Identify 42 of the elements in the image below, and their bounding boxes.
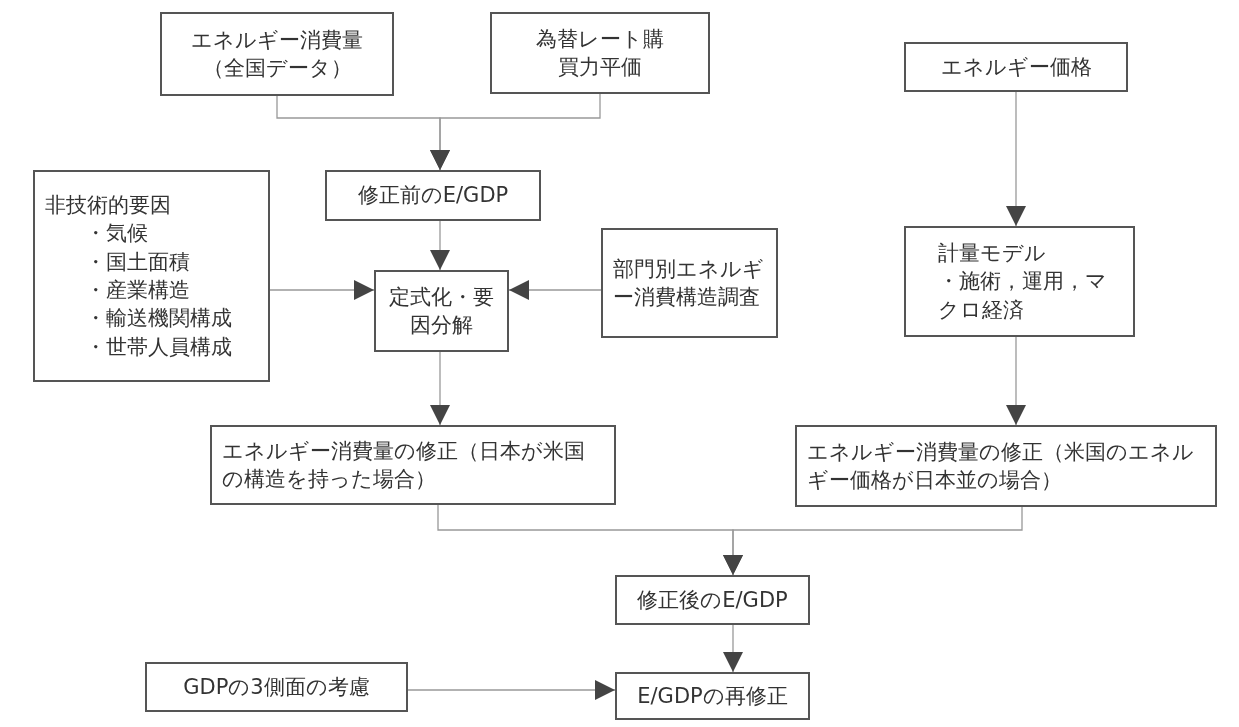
arrow bbox=[430, 93, 601, 171]
box-heading: 非技術的要因 bbox=[45, 191, 171, 219]
process-box bbox=[615, 672, 810, 720]
process-box bbox=[795, 425, 1217, 507]
arrow bbox=[269, 280, 375, 300]
box-text: 部門別エネルギー消費構造調査 bbox=[613, 255, 765, 311]
arrow bbox=[508, 280, 602, 300]
box-text: 修正前のE/GDP bbox=[357, 182, 509, 210]
box-text: エネルギー消費量の修正（日本が米国の構造を持った場合） bbox=[222, 437, 586, 493]
box-text: ・国土面積 bbox=[85, 248, 190, 276]
process-box bbox=[601, 228, 778, 338]
arrow bbox=[1006, 91, 1026, 227]
process-box bbox=[374, 270, 509, 352]
box-text: ・輸送機関構成 bbox=[85, 305, 232, 333]
process-box bbox=[615, 575, 810, 625]
box-text: E/GDPの再修正 bbox=[637, 682, 788, 710]
box-text: GDPの3側面の考慮 bbox=[183, 673, 370, 701]
arrow bbox=[430, 220, 450, 271]
arrow bbox=[1006, 336, 1026, 426]
box-text: エネルギー消費量（全国データ） bbox=[190, 26, 364, 82]
process-box bbox=[33, 170, 270, 382]
box-text: 定式化・要因分解 bbox=[388, 283, 495, 339]
box-text: ・施術，運用，マクロ経済 bbox=[938, 268, 1108, 324]
process-box bbox=[490, 12, 710, 94]
process-box bbox=[210, 425, 616, 505]
box-text: エネルギー消費量の修正（米国のエネルギー価格が日本並の場合） bbox=[807, 438, 1195, 494]
box-heading: 計量モデル bbox=[938, 240, 1046, 267]
arrow bbox=[430, 351, 450, 426]
box-text: 為替レート購買力平価 bbox=[535, 25, 665, 81]
box-text: ・世帯人員構成 bbox=[85, 333, 232, 361]
box-text: ・気候 bbox=[85, 220, 148, 248]
box-text: ・産業構造 bbox=[85, 277, 190, 304]
process-box bbox=[904, 42, 1128, 92]
process-box bbox=[325, 170, 541, 221]
arrow bbox=[723, 624, 743, 673]
process-box bbox=[145, 662, 408, 712]
box-text: エネルギー価格 bbox=[940, 53, 1092, 81]
arrow bbox=[723, 506, 1023, 576]
arrow bbox=[407, 680, 616, 700]
box-text: 修正後のE/GDP bbox=[637, 586, 788, 614]
process-box bbox=[160, 12, 394, 96]
process-box bbox=[904, 226, 1135, 337]
